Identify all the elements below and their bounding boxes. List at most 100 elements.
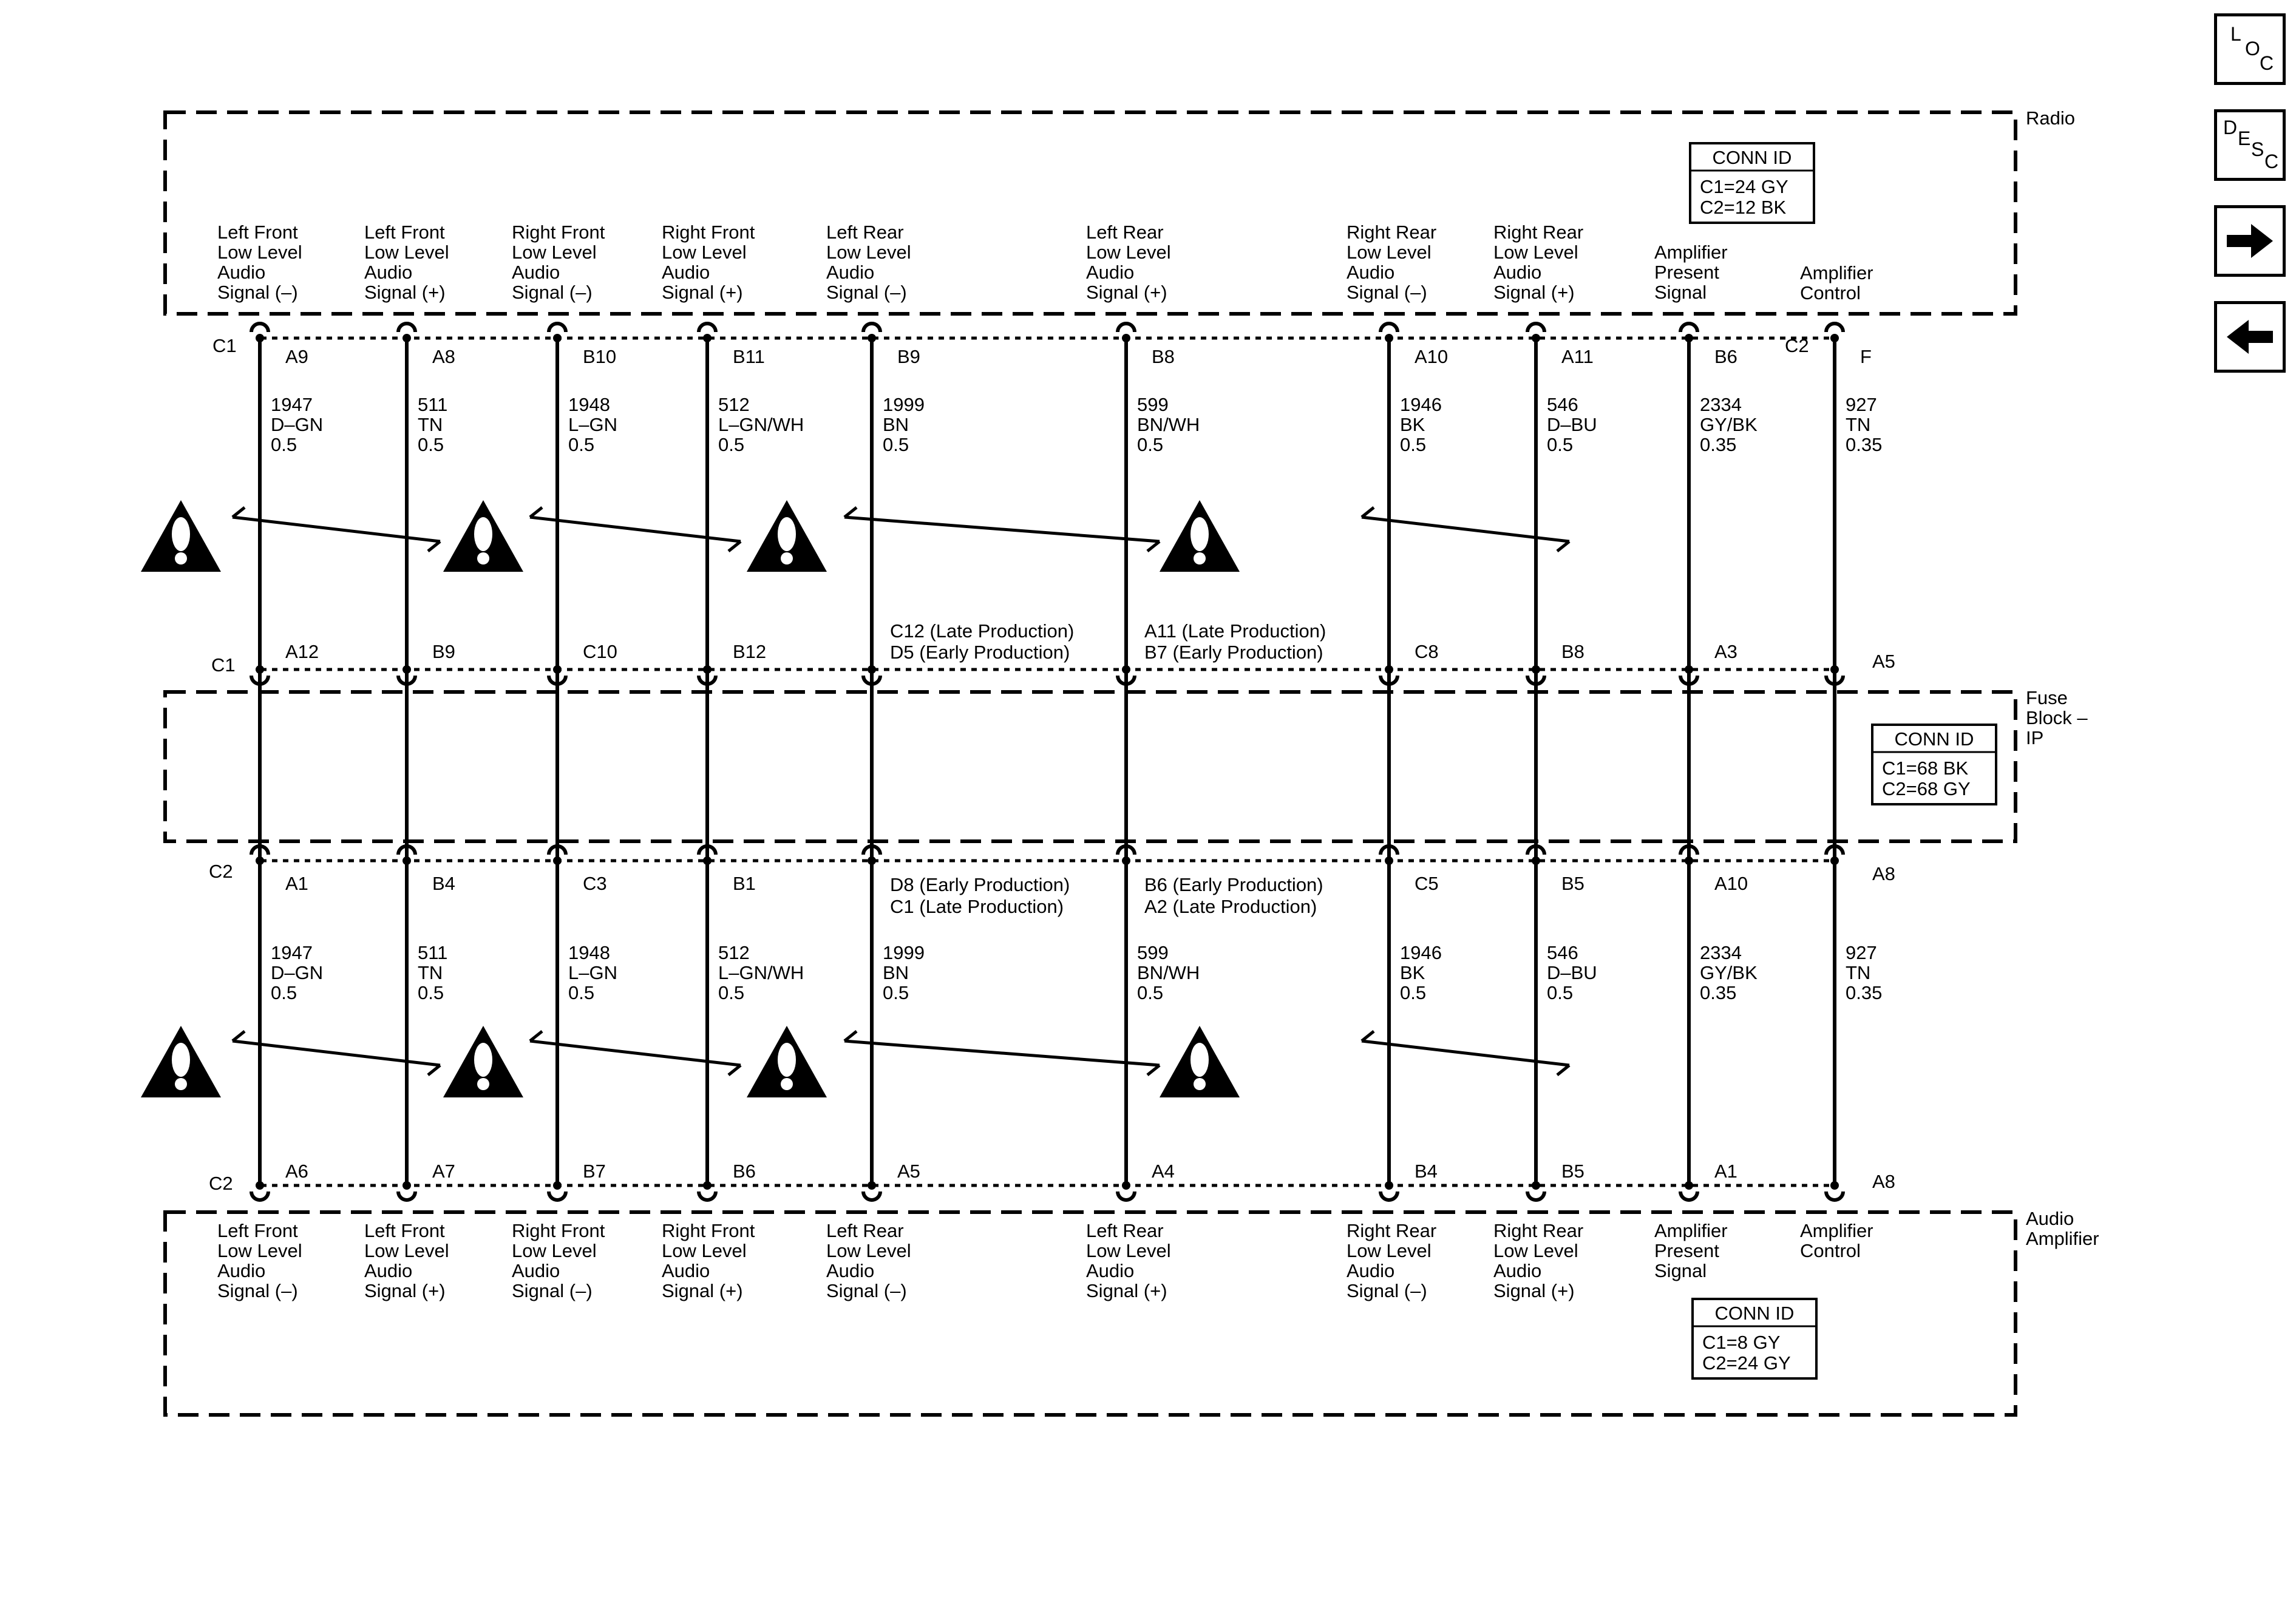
radio-signal-label: Right Rear bbox=[1347, 222, 1436, 243]
twisted-pair-marker bbox=[1361, 1039, 1570, 1067]
warning-exclamation-dot bbox=[1194, 1078, 1206, 1090]
amp-terminal-dot bbox=[1685, 1181, 1693, 1190]
fuse-lower-pin-label: A2 (Late Production) bbox=[1144, 896, 1317, 917]
next-button[interactable] bbox=[2214, 205, 2286, 277]
amp-signal-label: Audio bbox=[217, 1260, 265, 1281]
wire-color: TN bbox=[1846, 414, 1870, 435]
radio-signal-label: Left Front bbox=[364, 222, 445, 243]
wire-gauge: 0.5 bbox=[1137, 982, 1163, 1003]
radio-signal-label: Signal (–) bbox=[826, 282, 907, 303]
twisted-pair-marker-tick bbox=[1556, 1064, 1571, 1076]
radio-conn-id: CONN ID C1=24 GY C2=12 BK bbox=[1689, 142, 1815, 224]
circuit-number: 2334 bbox=[1700, 394, 1742, 415]
radio-signal-label: Left Front bbox=[217, 222, 298, 243]
amp-terminal-dot bbox=[868, 1181, 876, 1190]
fuse-upper-pin-label: C12 (Late Production) bbox=[890, 620, 1074, 642]
amp-signal-label: Low Level bbox=[826, 1240, 911, 1261]
amp-terminal bbox=[697, 1191, 718, 1202]
amp-pin-label: A7 bbox=[432, 1161, 455, 1182]
loc-button[interactable]: L O C bbox=[2214, 13, 2286, 85]
wire-color: L–GN/WH bbox=[718, 962, 804, 983]
amp-signal-label: Low Level bbox=[1347, 1240, 1432, 1261]
fuse-upper-terminal-dot bbox=[402, 665, 411, 674]
warning-triangle-icon bbox=[747, 1026, 827, 1097]
wire-color: D–GN bbox=[271, 962, 323, 983]
radio-box bbox=[163, 110, 2017, 316]
amplifier-conn-id: CONN ID C1=8 GY C2=24 GY bbox=[1691, 1298, 1818, 1380]
fuse-upper-terminal bbox=[1679, 675, 1699, 686]
radio-pin-label: A8 bbox=[432, 346, 455, 367]
radio-terminal bbox=[861, 322, 882, 333]
fuse-upper-terminal bbox=[1116, 675, 1136, 686]
amp-terminal-dot bbox=[402, 1181, 411, 1190]
wire-color: TN bbox=[418, 962, 443, 983]
radio-terminal-dot bbox=[1122, 334, 1130, 342]
radio-signal-label: Signal (–) bbox=[512, 282, 593, 303]
warning-triangle-icon bbox=[141, 1026, 221, 1097]
wire-gauge: 0.5 bbox=[883, 982, 909, 1003]
radio-terminal-dot bbox=[1532, 334, 1540, 342]
circuit-number: 927 bbox=[1846, 394, 1877, 415]
amp-pin-label: A8 bbox=[1872, 1171, 1895, 1192]
wire-gauge: 0.35 bbox=[1846, 434, 1882, 455]
prev-button[interactable] bbox=[2214, 301, 2286, 373]
amp-signal-label: Right Front bbox=[662, 1220, 755, 1241]
desc-button[interactable]: D E S C bbox=[2214, 109, 2286, 181]
radio-signal-label: Low Level bbox=[364, 242, 449, 263]
warning-triangle-icon bbox=[1160, 1026, 1240, 1097]
twisted-pair-marker-tick bbox=[727, 540, 742, 552]
radio-terminal bbox=[697, 322, 718, 333]
wire-gauge: 0.5 bbox=[271, 982, 297, 1003]
warning-exclamation-dot bbox=[477, 1078, 489, 1090]
fuse-lower-terminal bbox=[1679, 844, 1699, 855]
fuse-lower-pin-label: B4 bbox=[432, 873, 455, 894]
desc-letter: D bbox=[2223, 117, 2237, 138]
circuit-number: 511 bbox=[418, 394, 447, 415]
twisted-pair-marker-tick bbox=[1146, 540, 1161, 552]
amp-signal-label: Audio bbox=[1493, 1260, 1541, 1281]
circuit-number: 1947 bbox=[271, 394, 313, 415]
loc-letter: L bbox=[2230, 23, 2241, 45]
conn-id-header: CONN ID bbox=[1713, 147, 1792, 168]
fuse-lower-terminal bbox=[1116, 844, 1136, 855]
radio-signal-label: Amplifier bbox=[1800, 262, 1873, 283]
twisted-pair-marker-tick bbox=[843, 1030, 858, 1042]
fuse-upper-terminal-dot bbox=[256, 665, 264, 674]
circuit-number: 927 bbox=[1846, 942, 1877, 963]
radio-signal-label: Right Front bbox=[662, 222, 755, 243]
twisted-pair-marker-tick bbox=[231, 506, 246, 518]
wire-color: D–BU bbox=[1547, 962, 1597, 983]
radio-terminal-dot bbox=[1685, 334, 1693, 342]
wire-color: D–BU bbox=[1547, 414, 1597, 435]
wire-gauge: 0.5 bbox=[1547, 434, 1573, 455]
amplifier-label-2: Amplifier bbox=[2026, 1228, 2099, 1249]
twisted-pair-marker bbox=[529, 1039, 741, 1067]
amp-signal-label: Signal (+) bbox=[662, 1280, 743, 1301]
conn-id-line: C1=8 GY bbox=[1702, 1332, 1780, 1353]
amp-signal-label: Left Rear bbox=[1086, 1220, 1164, 1241]
warning-exclamation-bar bbox=[1190, 517, 1209, 551]
amp-signal-label: Low Level bbox=[217, 1240, 302, 1261]
amp-signal-label: Left Rear bbox=[826, 1220, 904, 1241]
amplifier-label-1: Audio bbox=[2026, 1208, 2074, 1229]
wire-color: L–GN/WH bbox=[718, 414, 804, 435]
amp-terminal bbox=[861, 1191, 882, 1202]
amp-pin-label: B7 bbox=[583, 1161, 606, 1182]
fuse-lower-pin-label: B1 bbox=[733, 873, 756, 894]
radio-signal-label: Signal (+) bbox=[1493, 282, 1575, 303]
radio-signal-label: Left Rear bbox=[1086, 222, 1164, 243]
radio-connector-c1: C1 bbox=[212, 335, 237, 356]
amp-signal-label: Present bbox=[1654, 1240, 1719, 1261]
radio-signal-label: Signal (+) bbox=[364, 282, 446, 303]
fuse-block-conn-id: CONN ID C1=68 BK C2=68 GY bbox=[1871, 724, 1997, 805]
radio-signal-label: Control bbox=[1800, 282, 1861, 303]
amp-signal-label: Audio bbox=[1086, 1260, 1134, 1281]
fuse-upper-pin-label: A3 bbox=[1714, 641, 1737, 662]
fuse-block-label-2: Block – bbox=[2026, 707, 2088, 728]
fuse-lower-terminal bbox=[1824, 844, 1845, 855]
amp-signal-label: Audio bbox=[364, 1260, 412, 1281]
radio-signal-label: Right Rear bbox=[1493, 222, 1583, 243]
fuse-lower-terminal bbox=[1526, 844, 1546, 855]
amp-pin-label: A4 bbox=[1152, 1161, 1175, 1182]
